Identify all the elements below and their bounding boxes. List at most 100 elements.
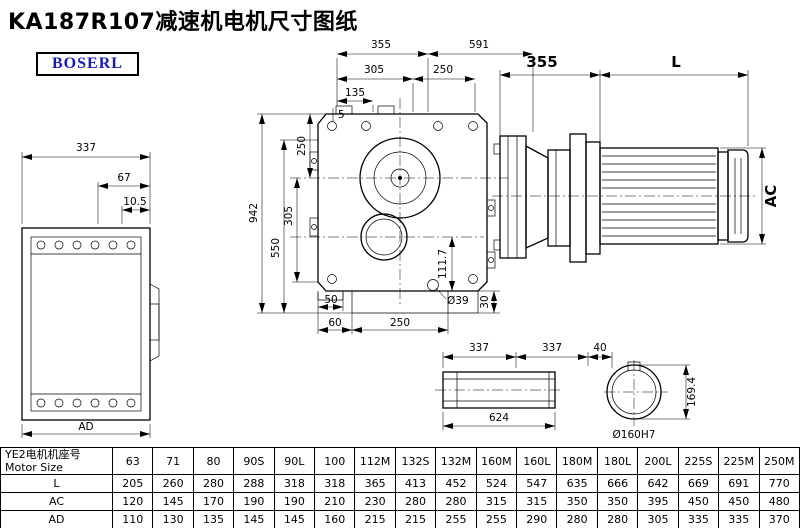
dim-bore-169-4: 169.4 (686, 377, 698, 407)
dim-front-phi39: Ø39 (447, 295, 469, 307)
dim-motor-ac: AC (762, 185, 780, 208)
dim-value: 280 (394, 492, 437, 511)
motor-size-column: 90L (273, 447, 316, 475)
dim-side-10-5: 10.5 (123, 196, 146, 208)
dim-motor-l: L (671, 53, 681, 71)
dim-value: 205 (111, 474, 154, 493)
dim-value: 120 (111, 492, 154, 511)
dim-value: 280 (192, 474, 235, 493)
dim-value: 145 (273, 510, 316, 528)
phi39-hole (427, 279, 439, 291)
dim-value: 669 (677, 474, 720, 493)
row-label-l: L (0, 474, 113, 493)
motor-view: 355 L AC (492, 53, 780, 263)
motor-size-column: 180M (556, 447, 598, 475)
dim-shaft-40: 40 (593, 342, 606, 354)
dim-front-250-left: 250 (296, 136, 308, 156)
dim-value: 305 (637, 510, 679, 528)
motor-size-header-cn: YE2电机机座号 (5, 448, 81, 461)
dim-value: 365 (354, 474, 396, 493)
dim-value: 110 (111, 510, 154, 528)
motor-size-column: 90S (233, 447, 275, 475)
brand-logo: BOSERL (36, 52, 139, 76)
dim-value: 170 (192, 492, 235, 511)
dim-front-250-bottom: 250 (390, 317, 410, 329)
dim-front-591: 591 (469, 39, 489, 51)
dim-value: 280 (435, 492, 477, 511)
gearbox-output-end (499, 135, 527, 259)
motor-size-column: 180L (596, 447, 639, 475)
dim-value: 350 (596, 492, 639, 511)
dim-front-305-top: 305 (364, 64, 384, 76)
motor-size-column: 100 (314, 447, 356, 475)
dim-value: 230 (354, 492, 396, 511)
motor-size-column: 71 (152, 447, 194, 475)
dim-value: 370 (758, 510, 800, 528)
shaft-section-view: 337 337 40 624 (435, 342, 613, 430)
dim-value: 666 (596, 474, 639, 493)
dim-value: 145 (233, 510, 275, 528)
dim-value: 770 (758, 474, 800, 493)
motor-size-header-en: Motor Size (5, 461, 63, 474)
dim-value: 255 (475, 510, 518, 528)
motor-size-column: 200L (637, 447, 679, 475)
dim-front-550: 550 (270, 238, 282, 258)
dim-value: 190 (233, 492, 275, 511)
dim-front-30: 30 (479, 295, 491, 308)
dim-value: 450 (677, 492, 720, 511)
dim-value: 215 (354, 510, 396, 528)
front-view-body (317, 113, 488, 292)
motor-size-column: 225S (677, 447, 720, 475)
bore-view: 169.4 Ø160H7 (604, 360, 698, 441)
dim-value: 524 (475, 474, 518, 493)
dim-shaft-624: 624 (489, 412, 509, 424)
dim-value: 452 (435, 474, 477, 493)
side-view-bolt-holes (36, 240, 136, 408)
dim-front-355: 355 (371, 39, 391, 51)
dim-front-135: 135 (345, 87, 365, 99)
motor-size-column: 132M (435, 447, 477, 475)
motor-size-column: 225M (718, 447, 760, 475)
dim-front-250-top: 250 (433, 64, 453, 76)
dim-value: 335 (718, 510, 760, 528)
dim-motor-355: 355 (526, 53, 557, 71)
dim-side-ad: AD (78, 421, 93, 433)
dim-side-67: 67 (117, 172, 130, 184)
dim-side-width: 337 (76, 142, 96, 154)
dim-value: 350 (556, 492, 598, 511)
motor-size-column: 80 (192, 447, 235, 475)
dim-value: 210 (314, 492, 356, 511)
dim-value: 318 (314, 474, 356, 493)
dim-value: 260 (152, 474, 194, 493)
motor-size-column: 63 (111, 447, 154, 475)
dim-value: 635 (556, 474, 598, 493)
front-view-bolt-holes (311, 121, 494, 284)
dim-value: 215 (394, 510, 437, 528)
dim-value: 642 (637, 474, 679, 493)
row-label-ac: AC (0, 492, 113, 511)
dim-value: 280 (556, 510, 598, 528)
dim-value: 145 (152, 492, 194, 511)
dim-value: 547 (516, 474, 558, 493)
dim-front-111-7: 111.7 (437, 249, 449, 279)
dim-value: 190 (273, 492, 316, 511)
motor-fins (602, 155, 716, 237)
dim-front-942: 942 (248, 203, 260, 223)
dim-value: 450 (718, 492, 760, 511)
motor-size-column: 132S (394, 447, 437, 475)
dim-value: 413 (394, 474, 437, 493)
dim-value: 315 (475, 492, 518, 511)
dim-value: 288 (233, 474, 275, 493)
dim-value: 290 (516, 510, 558, 528)
dim-value: 691 (718, 474, 760, 493)
dim-value: 395 (637, 492, 679, 511)
dim-value: 130 (152, 510, 194, 528)
dim-front-50: 50 (324, 294, 337, 306)
dim-value: 335 (677, 510, 720, 528)
fan-cowl (727, 149, 749, 243)
